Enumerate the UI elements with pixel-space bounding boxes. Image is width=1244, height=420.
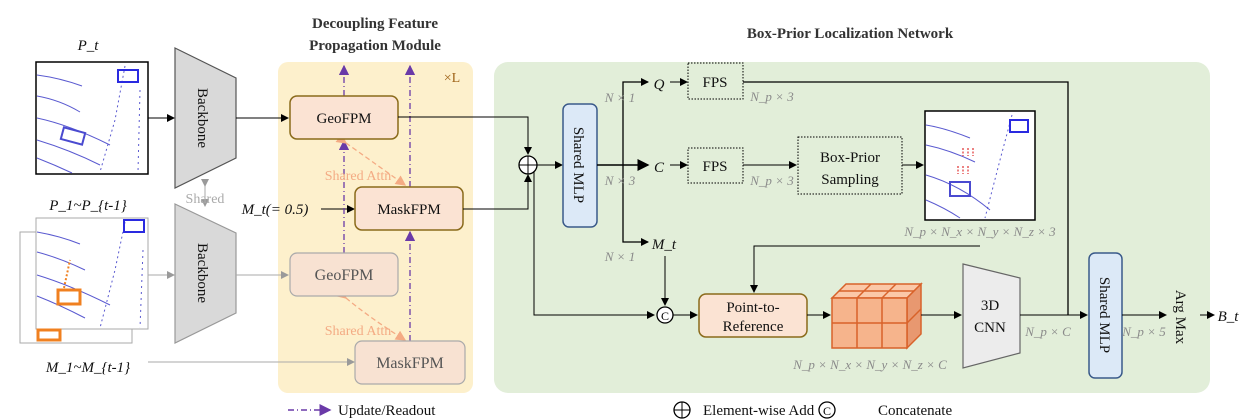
past-masks-label: M_1~M_{t-1} (45, 360, 130, 376)
backbone-current (174, 47, 237, 189)
point-to-reference: Point-to- Reference (698, 293, 808, 338)
maskfpm-current: MaskFPM (354, 186, 464, 231)
current-point-cloud (35, 61, 149, 175)
npc-label: N_p × C (1024, 324, 1071, 339)
n1-label-top: N × 1 (604, 90, 635, 105)
shared-mlp-1: Shared MLP (562, 103, 598, 228)
update-readout-legend: Update/Readout (338, 403, 436, 419)
n1-label-bottom: N × 1 (604, 249, 635, 264)
svg-text:GeoFPM: GeoFPM (315, 267, 374, 284)
svg-text:MaskFPM: MaskFPM (377, 202, 440, 218)
q-label: Q (654, 77, 665, 93)
concat-legend-icon: C (818, 401, 836, 419)
svg-text:C: C (661, 309, 669, 323)
argmax-label: Arg Max (1172, 290, 1188, 345)
svg-text:3D: 3D (981, 298, 1000, 314)
backbone-past-label: Backbone (194, 243, 210, 303)
dfpm-title-1: Decoupling Feature (312, 16, 438, 32)
np5-label: N_p × 5 (1121, 324, 1166, 339)
3d-cnn: 3D CNN (962, 263, 1021, 369)
backbone-current-label: Backbone (194, 88, 210, 148)
np3-label-mid: N_p × 3 (749, 173, 794, 188)
svg-text:Box-Prior: Box-Prior (820, 150, 880, 166)
bpln-title: Box-Prior Localization Network (747, 26, 954, 42)
dfpm-title-2: Propagation Module (309, 38, 441, 54)
concat-legend: Concatenate (878, 403, 952, 419)
svg-text:Shared MLP: Shared MLP (570, 127, 586, 203)
mt-label: M_t (651, 237, 677, 253)
shared-label: Shared (186, 192, 225, 207)
sample-dim-label: N_p × N_x × N_y × N_z × 3 (903, 224, 1056, 239)
add-legend-icon (673, 401, 691, 419)
past-frames-label: P_1~P_{t-1} (48, 198, 127, 214)
concatenate-icon: C (656, 306, 674, 324)
geofpm-current: GeoFPM (289, 95, 399, 140)
svg-text:C: C (823, 404, 831, 418)
fps-query: FPS (687, 62, 744, 100)
grid-dim-label: N_p × N_x × N_y × N_z × C (792, 357, 947, 372)
output-label: B_t (1218, 309, 1240, 325)
sampled-point-cloud (924, 110, 1036, 221)
svg-text:Shared MLP: Shared MLP (1096, 277, 1112, 353)
add-legend: Element-wise Add (703, 403, 815, 419)
svg-text:Sampling: Sampling (821, 172, 879, 188)
geofpm-past: GeoFPM (289, 252, 399, 297)
shared-mlp-2: Shared MLP (1088, 252, 1123, 379)
svg-text:FPS: FPS (702, 159, 727, 175)
mask-init-label: M_t(= 0.5) (241, 202, 309, 218)
box-prior-sampling: Box-Prior Sampling (797, 136, 903, 195)
maskfpm-past: MaskFPM (354, 340, 466, 385)
element-wise-add-icon (518, 155, 538, 175)
repeat-label: ×L (444, 71, 460, 86)
past-point-clouds (19, 217, 149, 344)
svg-text:GeoFPM: GeoFPM (316, 111, 371, 127)
shared-attn-label-2: Shared Attn (325, 324, 392, 339)
feature-grid-cube (830, 282, 923, 350)
backbone-past (174, 203, 237, 344)
svg-text:Point-to-: Point-to- (726, 300, 779, 316)
n3-label: N × 3 (604, 173, 636, 188)
c-label: C (654, 160, 665, 176)
svg-text:CNN: CNN (974, 320, 1006, 336)
np3-label-top: N_p × 3 (749, 89, 794, 104)
svg-text:Reference: Reference (723, 319, 784, 335)
shared-attn-label-1: Shared Attn (325, 169, 392, 184)
svg-text:FPS: FPS (702, 75, 727, 91)
svg-text:MaskFPM: MaskFPM (376, 355, 444, 372)
current-frame-label: P_t (77, 38, 100, 54)
